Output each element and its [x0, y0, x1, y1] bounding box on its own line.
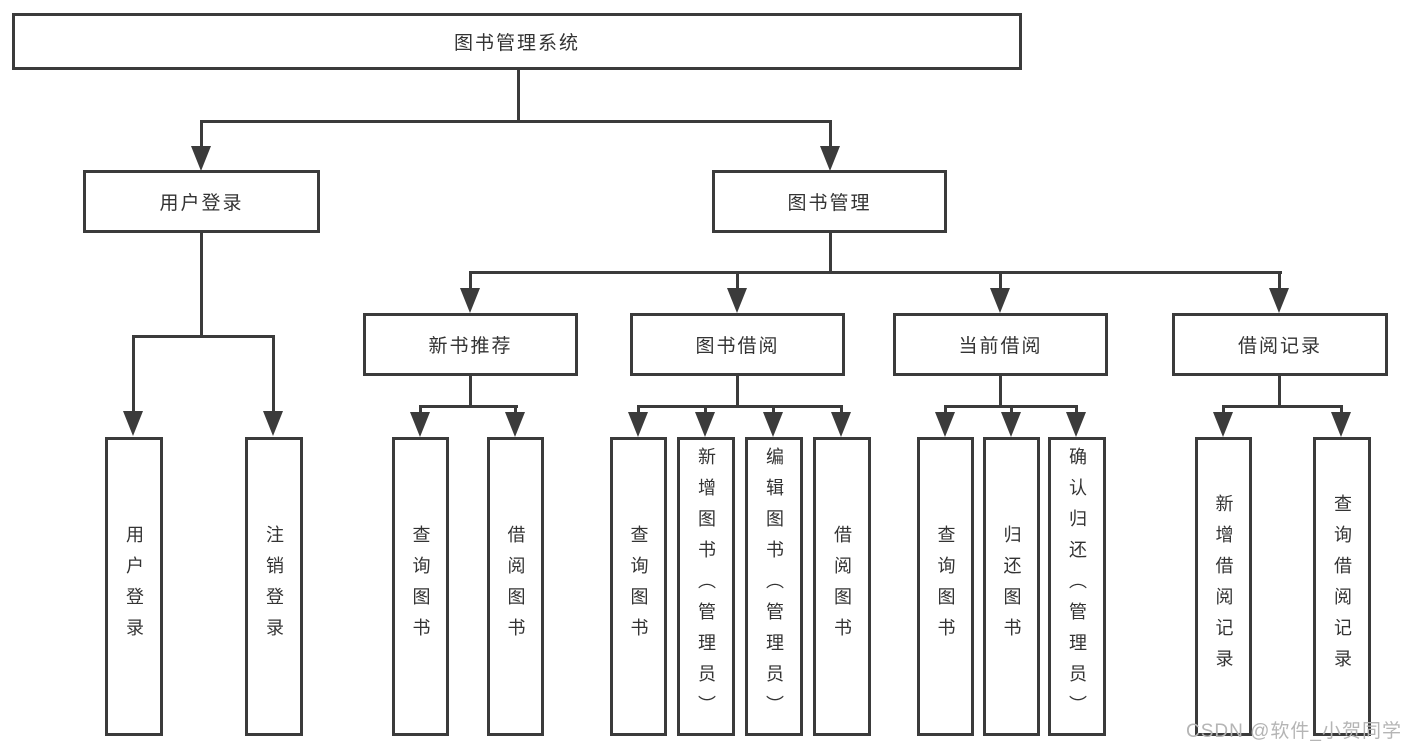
- leaf-label: 借阅图书: [505, 524, 526, 649]
- leaf-query-books-recommend: 查询图书: [392, 437, 449, 736]
- arrow-down-icon: [695, 412, 715, 437]
- connector-root-branch: [200, 120, 832, 123]
- leaf-label: 查询图书: [628, 524, 649, 649]
- connector-user-login-stem: [200, 233, 203, 335]
- leaf-add-borrow-record: 新增借阅记录: [1195, 437, 1252, 736]
- node-book-borrow: 图书借阅: [630, 313, 845, 376]
- arrow-down-icon: [410, 412, 430, 437]
- connector-to-leaf: [419, 405, 422, 413]
- node-user-login: 用户登录: [83, 170, 320, 233]
- leaf-borrow-books-recommend: 借阅图书: [487, 437, 544, 736]
- connector-to-current-borrow: [999, 271, 1002, 289]
- connector-to-leaf: [514, 405, 517, 413]
- connector-to-leaf: [1075, 405, 1078, 413]
- node-label: 图书借阅: [695, 336, 780, 357]
- connector-to-user-login: [200, 120, 203, 148]
- connector-to-borrow-records: [1278, 271, 1281, 289]
- arrow-down-icon: [1066, 412, 1086, 437]
- leaf-label: 注销登录: [264, 524, 284, 649]
- leaf-logout: 注销登录: [245, 437, 303, 736]
- leaf-user-login: 用户登录: [105, 437, 163, 736]
- leaf-label: 查询借阅记录: [1332, 493, 1352, 680]
- connector-to-leaf: [272, 335, 275, 412]
- connector-to-book-management: [829, 120, 832, 148]
- arrow-down-icon: [123, 411, 143, 436]
- connector-to-leaf: [704, 405, 707, 413]
- leaf-return-books: 归还图书: [983, 437, 1040, 736]
- leaf-edit-books-admin: 编辑图书（管理员）: [745, 437, 803, 736]
- arrow-down-icon: [191, 146, 211, 171]
- node-label: 新书推荐: [428, 336, 513, 357]
- connector-to-leaf: [1010, 405, 1013, 413]
- node-current-borrow: 当前借阅: [893, 313, 1108, 376]
- leaf-label: 借阅图书: [832, 524, 852, 649]
- leaf-label: 归还图书: [1001, 524, 1022, 649]
- arrow-down-icon: [935, 412, 955, 437]
- leaf-label: 查询图书: [935, 524, 956, 649]
- connector-borrow-records-stem: [1278, 376, 1281, 405]
- arrow-down-icon: [460, 288, 480, 313]
- leaf-query-books-current: 查询图书: [917, 437, 974, 736]
- connector-to-leaf: [772, 405, 775, 413]
- arrow-down-icon: [727, 288, 747, 313]
- node-label: 当前借阅: [958, 336, 1043, 357]
- connector-to-new-book: [469, 271, 472, 289]
- node-label: 图书管理系统: [453, 33, 580, 54]
- connector-to-leaf: [840, 405, 843, 413]
- leaf-borrow-books: 借阅图书: [813, 437, 871, 736]
- leaf-label: 用户登录: [124, 524, 144, 649]
- node-book-management: 图书管理: [712, 170, 947, 233]
- arrow-down-icon: [263, 411, 283, 436]
- connector-to-leaf: [1340, 405, 1343, 413]
- connector-to-leaf: [637, 405, 640, 413]
- arrow-down-icon: [1331, 412, 1351, 437]
- leaf-label: 查询图书: [410, 524, 431, 649]
- node-label: 图书管理: [787, 193, 872, 214]
- arrow-down-icon: [1269, 288, 1289, 313]
- connector-user-login-branch: [132, 335, 275, 338]
- arrow-down-icon: [831, 412, 851, 437]
- arrow-down-icon: [1213, 412, 1233, 437]
- connector-current-borrow-stem: [999, 376, 1002, 405]
- arrow-down-icon: [1001, 412, 1021, 437]
- node-new-book-recommend: 新书推荐: [363, 313, 578, 376]
- connector-book-borrow-stem: [736, 376, 739, 405]
- leaf-query-borrow-record: 查询借阅记录: [1313, 437, 1371, 736]
- leaf-query-books-borrow: 查询图书: [610, 437, 667, 736]
- node-borrow-records: 借阅记录: [1172, 313, 1388, 376]
- arrow-down-icon: [628, 412, 648, 437]
- leaf-confirm-return-admin: 确认归还（管理员）: [1048, 437, 1106, 736]
- leaf-label: 新增借阅记录: [1213, 493, 1234, 680]
- connector-new-book-stem: [469, 376, 472, 405]
- connector-to-leaf: [944, 405, 947, 413]
- connector-borrow-records-branch: [1222, 405, 1343, 408]
- leaf-label: 编辑图书（管理员）: [764, 447, 784, 726]
- arrow-down-icon: [820, 146, 840, 171]
- connector-root-stem: [517, 70, 520, 120]
- connector-to-book-borrow: [736, 271, 739, 289]
- connector-new-book-branch: [419, 405, 518, 408]
- arrow-down-icon: [990, 288, 1010, 313]
- node-label: 借阅记录: [1237, 336, 1322, 357]
- connector-to-leaf: [132, 335, 135, 412]
- node-label: 用户登录: [159, 193, 244, 214]
- connector-to-leaf: [1222, 405, 1225, 413]
- leaf-add-books-admin: 新增图书（管理员）: [677, 437, 735, 736]
- csdn-watermark: CSDN @软件_小贺同学: [1186, 721, 1402, 742]
- leaf-label: 确认归还（管理员）: [1067, 447, 1087, 726]
- connector-book-borrow-branch: [637, 405, 843, 408]
- connector-book-management-stem: [829, 233, 832, 271]
- arrow-down-icon: [763, 412, 783, 437]
- connector-book-management-branch: [469, 271, 1282, 274]
- node-library-management-system: 图书管理系统: [12, 13, 1022, 70]
- arrow-down-icon: [505, 412, 525, 437]
- leaf-label: 新增图书（管理员）: [696, 447, 716, 726]
